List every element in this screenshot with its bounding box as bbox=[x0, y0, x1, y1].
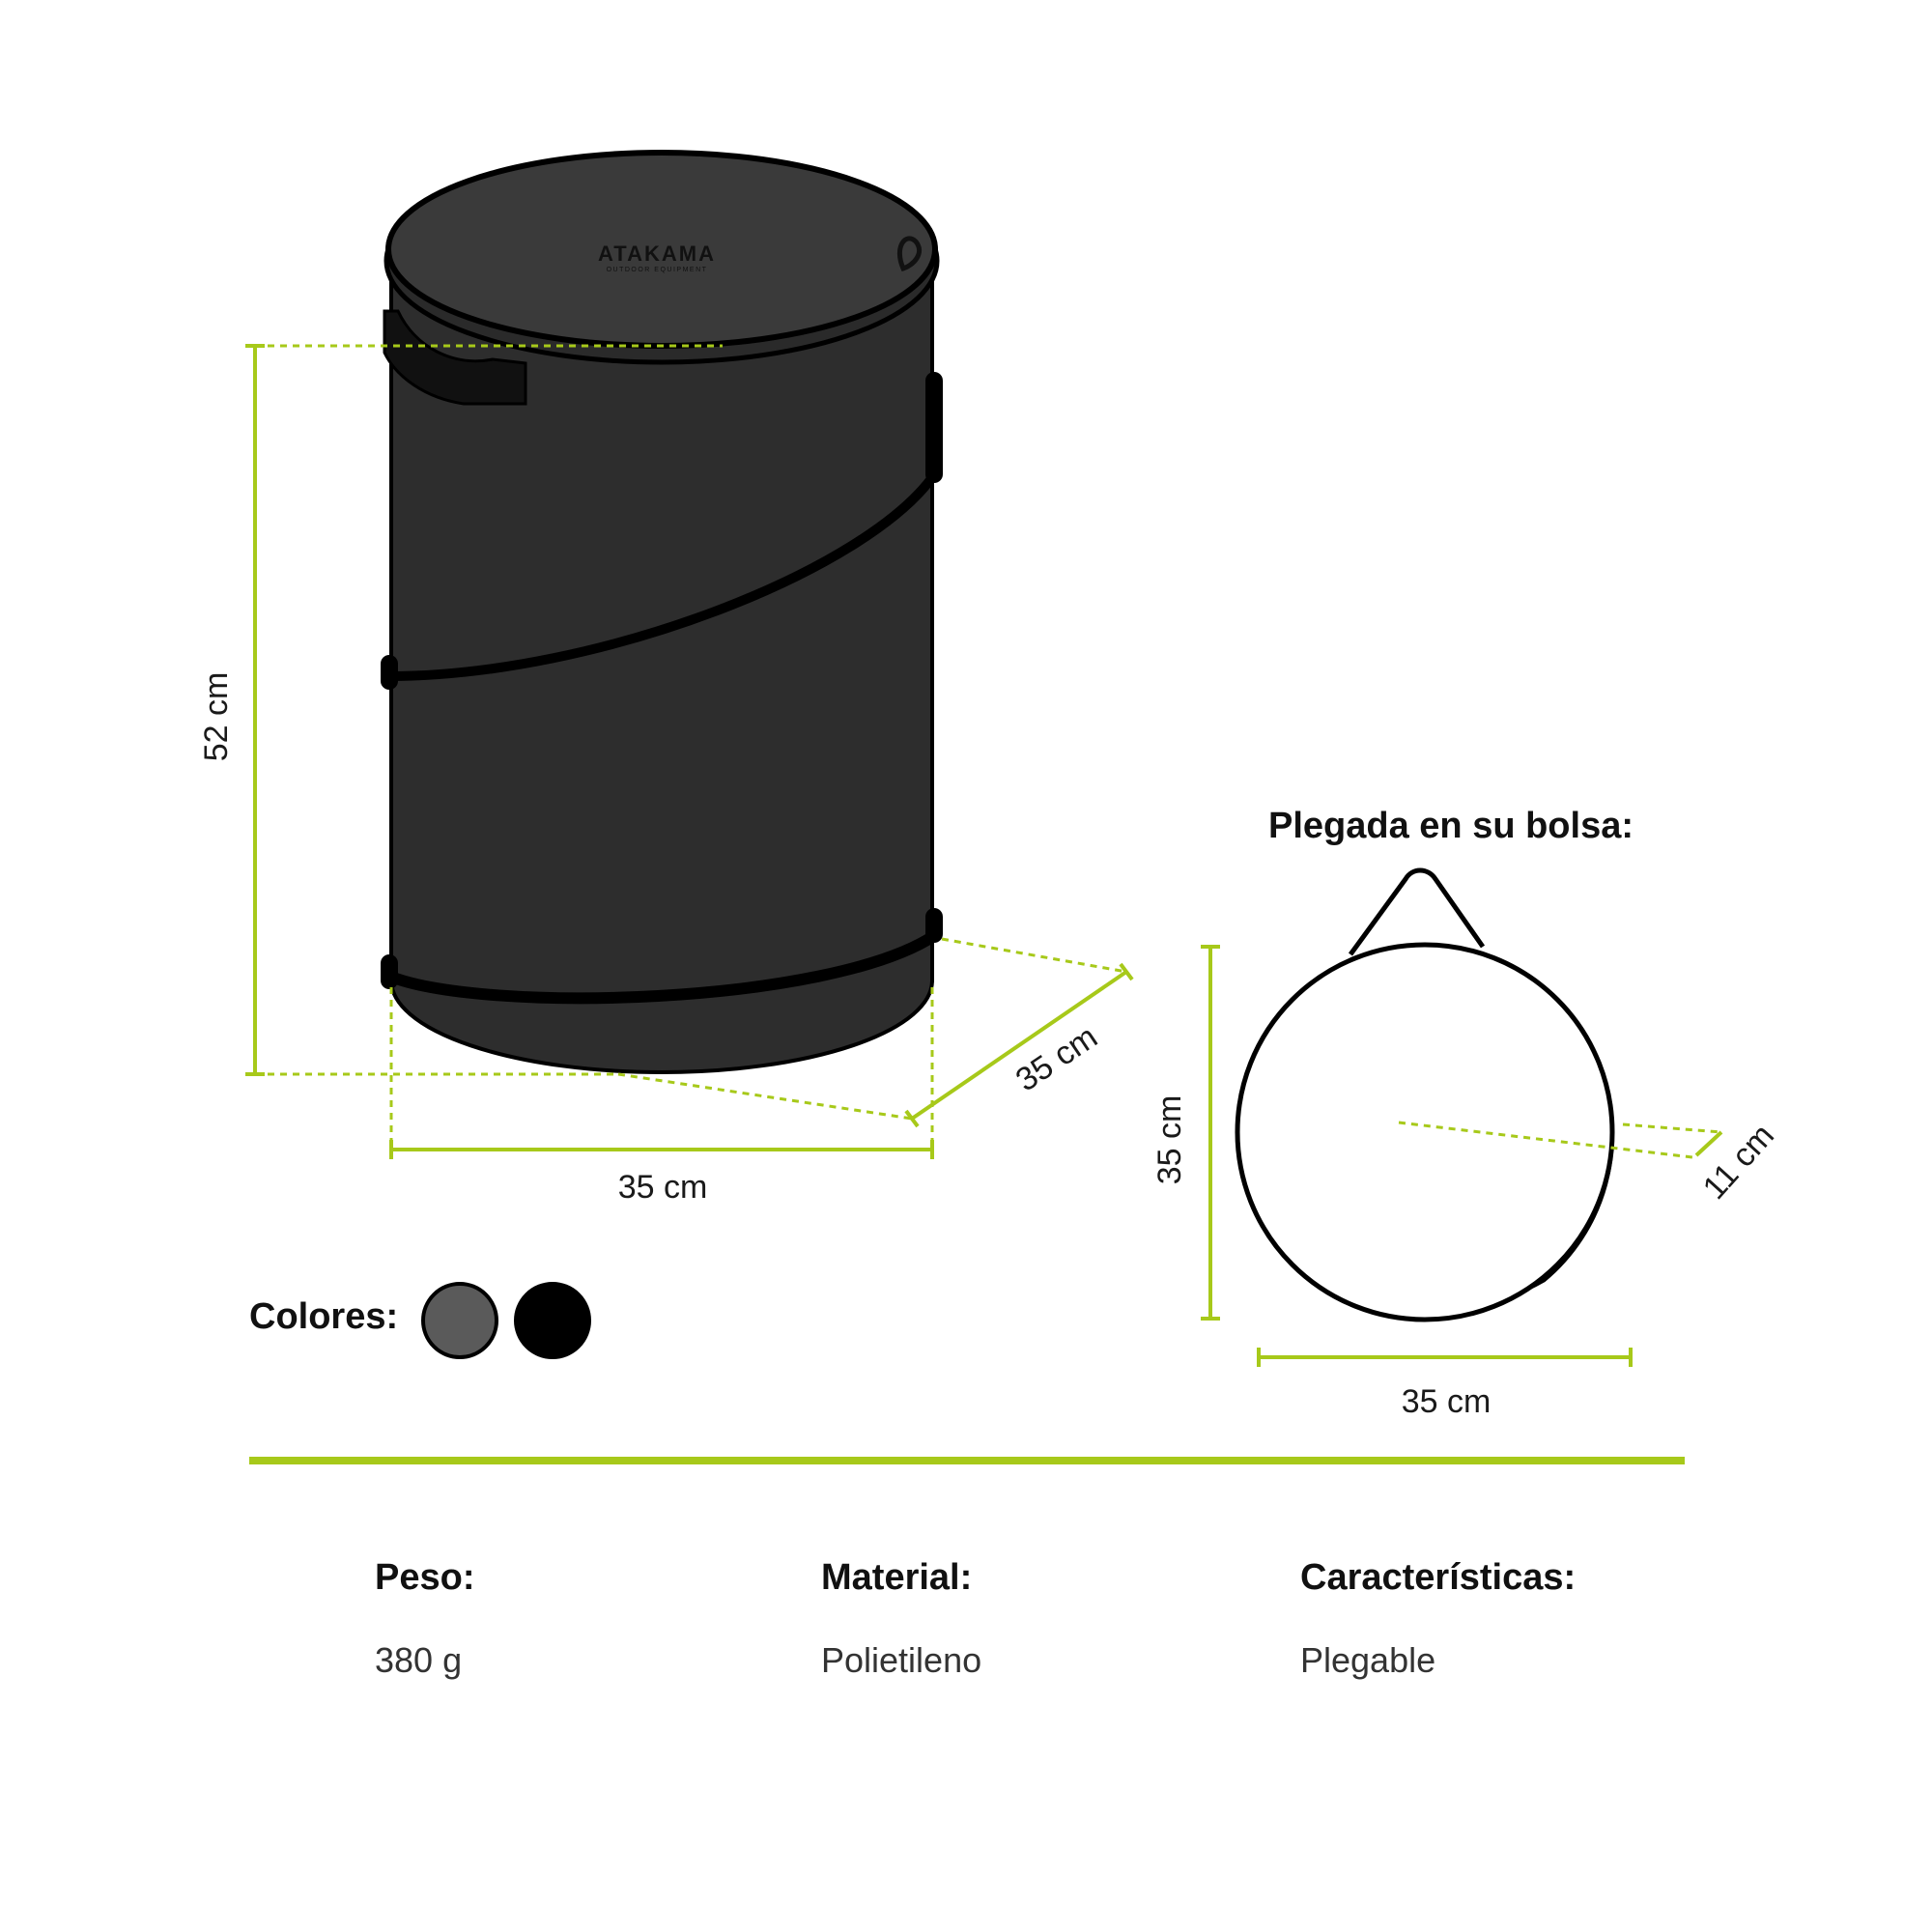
folded-heading: Plegada en su bolsa: bbox=[1268, 806, 1634, 846]
folded-depth-guide-back bbox=[1622, 1122, 1722, 1134]
spec-material-title: Material: bbox=[821, 1557, 973, 1598]
spec-weight-value: 380 g bbox=[375, 1640, 463, 1680]
bin-wire-clip-right bbox=[925, 372, 943, 483]
folded-depth-label: 11 cm bbox=[1696, 1117, 1782, 1206]
bin-hoop-clip-left bbox=[381, 954, 398, 989]
section-divider bbox=[249, 1457, 1685, 1464]
width-label: 35 cm bbox=[618, 1169, 708, 1206]
height-label: 52 cm bbox=[198, 672, 235, 762]
color-swatch-black[interactable] bbox=[514, 1282, 591, 1359]
folded-bag-illustration bbox=[1235, 867, 1615, 1322]
spec-material-value: Polietileno bbox=[821, 1640, 982, 1680]
bin-spiral-wire bbox=[387, 382, 940, 681]
depth-label: 35 cm bbox=[1009, 1018, 1104, 1098]
folded-bag bbox=[1235, 942, 1615, 1322]
depth-front-guide bbox=[617, 1072, 913, 1121]
spec-weight-title: Peso: bbox=[375, 1557, 475, 1598]
depth-dimension-line bbox=[910, 970, 1128, 1121]
brand-tagline: OUTDOOR EQUIPMENT bbox=[607, 267, 708, 273]
bin-bottom-hoop bbox=[385, 930, 939, 1005]
bin-wire-clip-left bbox=[381, 655, 398, 690]
bin-body bbox=[389, 257, 934, 1074]
folded-height-label: 35 cm bbox=[1151, 1095, 1188, 1185]
folded-width-label: 35 cm bbox=[1402, 1383, 1492, 1420]
color-swatch-gray[interactable] bbox=[421, 1282, 498, 1359]
open-dimension-lines bbox=[245, 344, 1134, 1159]
folded-bag-handle bbox=[1348, 867, 1486, 956]
bin-lid-zipper-pull bbox=[896, 236, 923, 272]
spec-features-title: Características: bbox=[1300, 1557, 1577, 1598]
folded-dimension-lines bbox=[1201, 945, 1723, 1367]
bin-illustration: ATAKAMA OUTDOOR EQUIPMENT bbox=[381, 150, 943, 1074]
folded-depth-line bbox=[1694, 1130, 1723, 1157]
bin-hoop-clip-right bbox=[925, 908, 943, 943]
brand-logo: ATAKAMA bbox=[598, 242, 716, 266]
bin-handle-strap bbox=[383, 309, 527, 406]
colors-label: Colores: bbox=[249, 1296, 399, 1337]
spec-features-value: Plegable bbox=[1300, 1640, 1436, 1680]
depth-back-guide bbox=[941, 937, 1127, 974]
